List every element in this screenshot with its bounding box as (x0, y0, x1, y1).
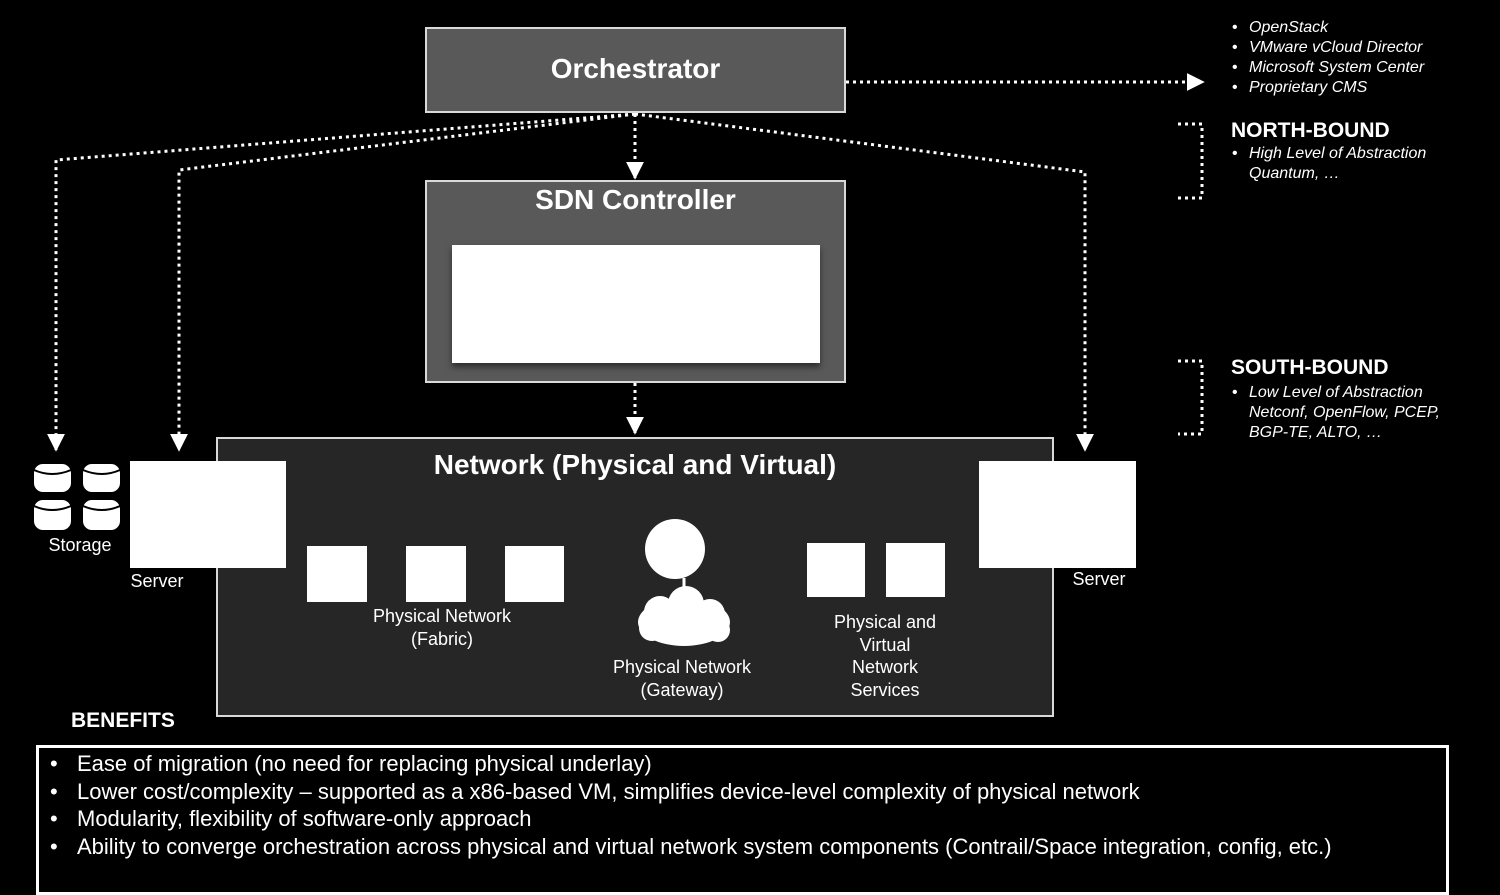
list-item: Ability to converge orchestration across… (48, 833, 1332, 861)
service-appliance-1 (807, 543, 865, 597)
list-item: Modularity, flexibility of software-only… (48, 805, 1332, 833)
list-item: Proprietary CMS (1230, 78, 1424, 98)
orchestrator-title: Orchestrator (550, 53, 721, 84)
fabric-label-line2: (Fabric) (411, 629, 473, 649)
fabric-label-line1: Physical Network (372, 606, 512, 626)
gateway-label: Physical Network (Gateway) (582, 656, 782, 702)
services-label-line4: Services (850, 679, 920, 700)
storage-label: Storage (48, 535, 112, 555)
arrow-orchestrator-to-server-left (170, 112, 636, 452)
storage-icon (32, 462, 122, 532)
gateway-label-line2: (Gateway) (640, 680, 724, 700)
north-bound-heading: NORTH-BOUND (1231, 119, 1390, 142)
sdn-controller-title: SDN Controller (535, 184, 736, 215)
services-label-line3: Network (851, 657, 918, 677)
fabric-switch-2 (406, 546, 466, 602)
fabric-switch-1 (307, 546, 367, 602)
arrow-orchestrator-to-server-right (634, 112, 1094, 452)
north-bound-bracket (1178, 122, 1204, 200)
server-right-box (979, 461, 1136, 568)
server-left-label: Server (130, 571, 184, 591)
services-label-line1: Physical and (833, 612, 937, 632)
list-item: OpenStack (1230, 18, 1424, 38)
service-appliance-2 (886, 543, 945, 597)
list-item: Lower cost/complexity – supported as a x… (48, 778, 1332, 806)
south-bound-bracket (1178, 359, 1204, 436)
list-item-continuation: Netconf, OpenFlow, PCEP, (1249, 404, 1440, 421)
gateway-icon (638, 519, 730, 646)
list-item-continuation: BGP-TE, ALTO, … (1249, 424, 1383, 441)
orchestrator-examples-list: OpenStack VMware vCloud Director Microso… (1230, 18, 1424, 98)
controller-image-placeholder (452, 245, 820, 363)
benefits-heading: BENEFITS (71, 709, 175, 732)
cloud-icon (638, 586, 730, 646)
north-bound-list: High Level of Abstraction Quantum, … (1230, 144, 1426, 184)
fabric-label: Physical Network (Fabric) (342, 605, 542, 651)
south-bound-list: Low Level of Abstraction Netconf, OpenFl… (1230, 383, 1440, 443)
list-item: High Level of Abstraction (1230, 144, 1426, 164)
services-label-line2: Virtual (859, 634, 911, 655)
sdn-controller-box: SDN Controller (425, 180, 846, 383)
network-title: Network (Physical and Virtual) (433, 449, 837, 480)
benefits-list: Ease of migration (no need for replacing… (48, 750, 1332, 860)
list-item: Low Level of Abstraction (1230, 383, 1440, 403)
south-bound-heading: SOUTH-BOUND (1231, 356, 1389, 379)
orchestrator-box: Orchestrator (425, 27, 846, 113)
services-label: Physical and Virtual Network Services (795, 611, 975, 701)
list-item: Quantum, … (1249, 165, 1340, 182)
server-left-box (130, 461, 286, 568)
server-right-label: Server (1072, 569, 1126, 589)
gateway-router-icon (645, 519, 705, 579)
list-item: Microsoft System Center (1230, 58, 1424, 78)
list-item: Ease of migration (no need for replacing… (48, 750, 1332, 778)
gateway-label-line1: Physical Network (612, 657, 752, 677)
list-item: VMware vCloud Director (1230, 38, 1424, 58)
fabric-switch-3 (505, 546, 564, 602)
